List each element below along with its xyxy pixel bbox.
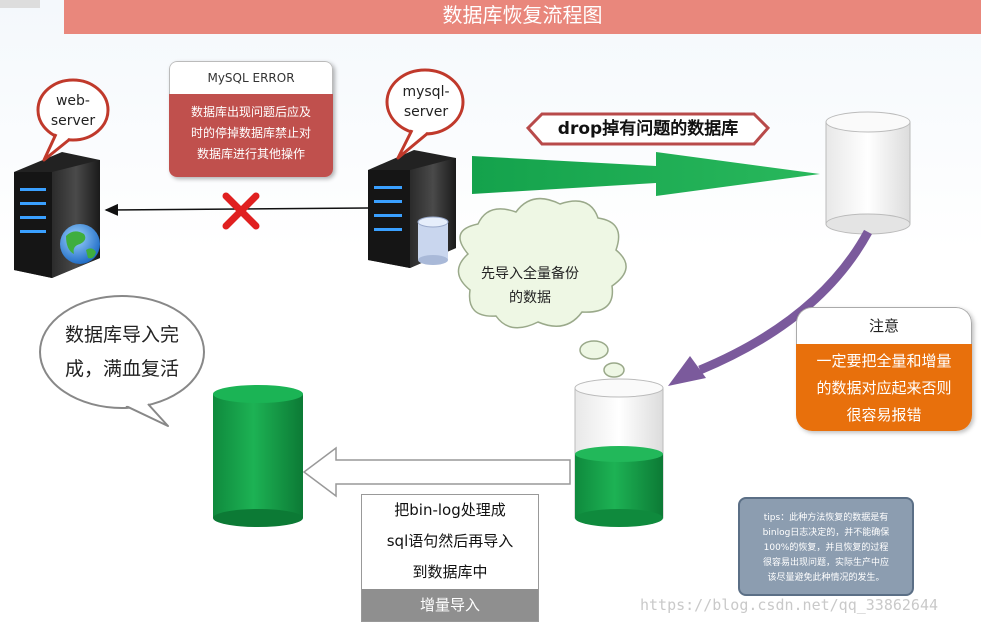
red-x-icon [222,192,260,230]
cloud-text: 先导入全量备份 的数据 [466,262,594,310]
done-line1: 数据库导入完 [64,324,179,346]
tips-line5: 该尽量避免此种情况的发生。 [767,573,885,583]
cloud-line1: 先导入全量备份 [481,266,579,282]
done-bubble-text: 数据库导入完 成，满血复活 [50,318,194,386]
drop-banner [525,112,771,146]
mysql-error-line2: 时的停掉数据库禁止对 [190,126,311,140]
mysql-server-label-line2: server [403,104,449,120]
notice-line1: 一定要把全量和增量 [816,352,952,370]
notice-title: 注意 [796,307,972,344]
notice-body: 一定要把全量和增量 的数据对应起来否则 很容易报错 [796,344,972,431]
tips-line1: tips：此种方法恢复的数据是有 [763,513,889,523]
web-server-bubble [36,78,110,162]
mysql-error-line1: 数据库出现问题后应及 [190,105,311,119]
hollow-arrow [302,446,571,498]
mysql-error-header: MySQL ERROR [169,61,333,94]
tips-line2: binlog日志决定的，并不能确保 [762,528,890,538]
corner-tab [0,0,40,8]
green-arrow [472,152,820,196]
web-server-label-line2: server [50,113,96,129]
notice-line2: 的数据对应起来否则 [816,379,952,397]
steps-line1: 把bin-log处理成 [394,501,506,519]
mysql-server-label: mysql- server [398,82,454,122]
mysql-error-body: 数据库出现问题后应及 时的停掉数据库禁止对 数据库进行其他操作 [169,94,333,177]
tips-box: tips：此种方法恢复的数据是有 binlog日志决定的，并不能确保 100%的… [738,497,914,596]
watermark: https://blog.csdn.net/qq_33862644 [640,596,939,614]
database-icon [825,111,911,235]
cloud-line2: 的数据 [509,290,551,306]
incremental-import-box: 把bin-log处理成 sql语句然后再导入 到数据库中 增量导入 [361,494,539,622]
steps-line2: sql语句然后再导入 [386,532,514,550]
drop-label: drop掉有问题的数据库 [557,119,739,139]
mysql-server-bubble [385,68,465,160]
done-line2: 成，满血复活 [64,358,179,380]
web-server-label-line1: web- [55,93,90,109]
notice-line3: 很容易报错 [846,406,922,424]
incremental-import-label: 增量导入 [362,589,538,621]
notice-box: 注意 一定要把全量和增量 的数据对应起来否则 很容易报错 [796,307,972,431]
web-server-label: web- server [50,91,96,131]
mysql-server-label-line1: mysql- [402,84,450,100]
page-title: 数据库恢复流程图 [64,0,981,34]
database-full-icon [213,385,303,527]
tips-line3: 100%的恢复，并且恢复的过程 [763,543,889,553]
small-database-icon [417,216,449,265]
mysql-error-line3: 数据库进行其他操作 [196,147,305,161]
globe-icon [60,224,100,264]
speech-bubble-icon [39,295,205,427]
steps-line3: 到数据库中 [412,563,488,581]
mysql-error-card: MySQL ERROR 数据库出现问题后应及 时的停掉数据库禁止对 数据库进行其… [169,61,333,177]
database-partial-icon [574,378,664,527]
tips-line4: 很容易出现问题，实际生产中应 [762,558,889,568]
